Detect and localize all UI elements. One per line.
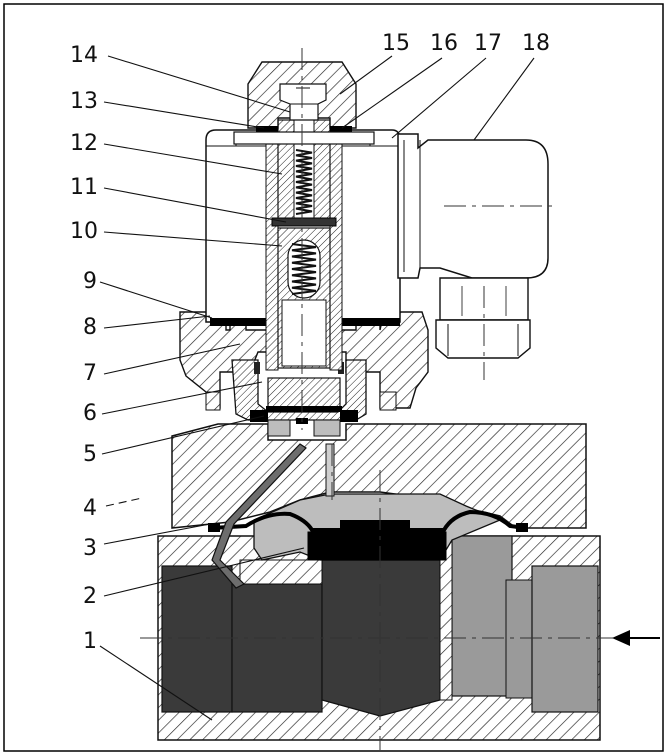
leader-lines	[99, 55, 535, 721]
bottom-nut	[179, 311, 429, 411]
part-label-4: 4	[83, 496, 97, 521]
spring-coil	[291, 243, 317, 295]
part-label-11: 11	[70, 175, 98, 200]
frame-border	[3, 3, 664, 752]
part-label-7: 7	[83, 361, 97, 386]
part-label-9: 9	[83, 269, 97, 294]
part-label-3: 3	[83, 536, 97, 561]
part-label-10: 10	[70, 219, 98, 244]
cap-nut	[233, 61, 375, 145]
part-label-2: 2	[83, 584, 97, 609]
part-label-18: 18	[522, 31, 550, 56]
pilot-channels	[211, 443, 335, 589]
centerlines	[140, 48, 616, 750]
part-label-5: 5	[83, 442, 97, 467]
flow-arrow-icon	[612, 630, 660, 646]
diaphragm-assembly	[208, 493, 528, 561]
spring	[291, 149, 317, 295]
part-label-6: 6	[83, 401, 97, 426]
part-label-13: 13	[70, 89, 98, 114]
part-label-14: 14	[70, 43, 98, 68]
part-label-12: 12	[70, 131, 98, 156]
valve-body-upper	[171, 423, 587, 529]
armature-tube	[265, 119, 343, 371]
part-label-15: 15	[382, 31, 410, 56]
part-label-17: 17	[474, 31, 502, 56]
spring-coil	[295, 149, 313, 215]
part-label-1: 1	[83, 629, 97, 654]
part-label-16: 16	[430, 31, 458, 56]
seat-housing	[231, 359, 367, 437]
part-label-8: 8	[83, 315, 97, 340]
